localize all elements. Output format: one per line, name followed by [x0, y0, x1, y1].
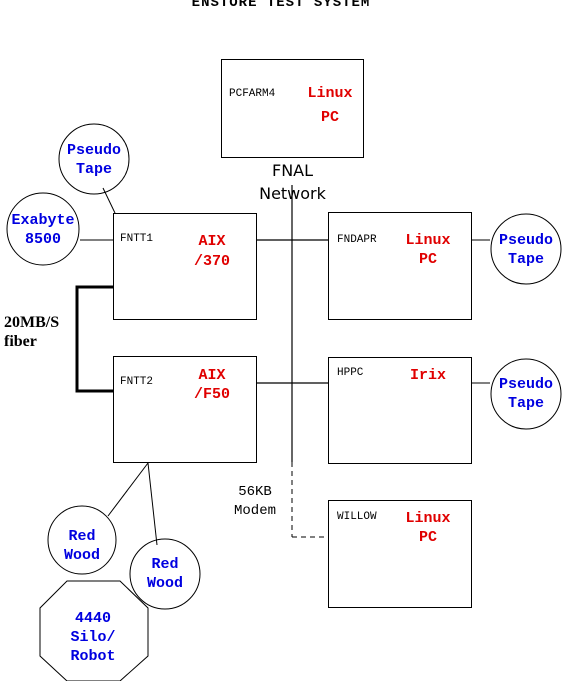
host-box-pcfarm4: PCFARM4 Linux PC	[221, 59, 364, 158]
redwood-label-1-line2: Wood	[63, 547, 100, 564]
network-label-line2: Network	[259, 184, 326, 203]
os-label-fntt2-line2: /F50	[193, 386, 230, 403]
os-label-pcfarm4-line2: PC	[320, 109, 339, 126]
host-name-pcfarm4: PCFARM4	[229, 88, 276, 100]
link-redwood-1	[107, 462, 149, 517]
os-label-fntt1-line2: /370	[193, 253, 230, 270]
host-box-hppc: HPPC Irix	[328, 357, 472, 464]
os-label-fntt1-line1: AIX	[198, 233, 226, 250]
exabyte-label-line2: 8500	[24, 231, 61, 248]
fiber-label-line1: 20MB/S	[4, 314, 60, 331]
host-name-fntt1: FNTT1	[120, 233, 154, 245]
pseudo-tape-circle-fndapr	[490, 213, 562, 285]
host-name-hppc: HPPC	[337, 367, 364, 379]
silo-label-line1: 4440	[74, 610, 111, 627]
silo-label-line2: Silo/	[70, 629, 116, 646]
fiber-link	[75, 285, 113, 393]
os-label-willow-line1: Linux	[405, 510, 451, 527]
host-name-willow: WILLOW	[337, 511, 377, 523]
host-box-willow: WILLOW Linux PC	[328, 500, 472, 608]
silo-label-line3: Robot	[70, 648, 116, 665]
redwood-circle-1	[47, 505, 117, 575]
os-label-fntt2-line1: AIX	[198, 367, 226, 384]
os-label-fndapr-line1: Linux	[405, 232, 451, 249]
pseudo-tape-circle-hppc	[490, 358, 562, 430]
exabyte-circle	[6, 192, 80, 266]
pseudo-tape-label-hppc-line1: Pseudo	[498, 376, 553, 393]
fiber-label-line2: fiber	[4, 333, 37, 350]
redwood-label-2-line2: Wood	[146, 575, 183, 592]
exabyte-label-line1: Exabyte	[11, 212, 75, 229]
pseudo-tape-label-fndapr-line2: Tape	[507, 251, 544, 268]
redwood-label-1-line1: Red	[68, 528, 96, 545]
host-name-fndapr: FNDAPR	[337, 234, 377, 246]
pseudo-tape-circle-fntt1	[58, 123, 130, 195]
os-label-hppc: Irix	[409, 367, 446, 384]
os-label-willow-line2: PC	[418, 529, 437, 546]
silo-octagon	[39, 580, 149, 681]
host-box-fndapr: FNDAPR Linux PC	[328, 212, 472, 320]
modem-label-line2: Modem	[233, 503, 276, 519]
host-box-fntt2: FNTT2 AIX /F50	[113, 356, 257, 463]
pseudo-tape-label-fntt1-line1: Pseudo	[66, 142, 121, 159]
pseudo-tape-label-hppc-line2: Tape	[507, 395, 544, 412]
host-name-fntt2: FNTT2	[120, 376, 154, 388]
os-label-pcfarm4-line1: Linux	[307, 85, 353, 102]
page-title: ENSTORE TEST SYSTEM	[191, 0, 371, 11]
network-label-line1: FNAL	[271, 161, 314, 180]
modem-label-line1: 56KB	[238, 484, 272, 500]
pseudo-tape-label-fndapr-line1: Pseudo	[498, 232, 553, 249]
os-label-fndapr-line2: PC	[418, 251, 437, 268]
link-redwood-2	[147, 462, 158, 546]
link-pseudo-tape-fntt1	[102, 187, 116, 214]
pseudo-tape-label-fntt1-line2: Tape	[75, 161, 112, 178]
redwood-label-2-line1: Red	[151, 556, 179, 573]
host-box-fntt1: FNTT1 AIX /370	[113, 213, 257, 320]
redwood-circle-2	[129, 538, 201, 610]
